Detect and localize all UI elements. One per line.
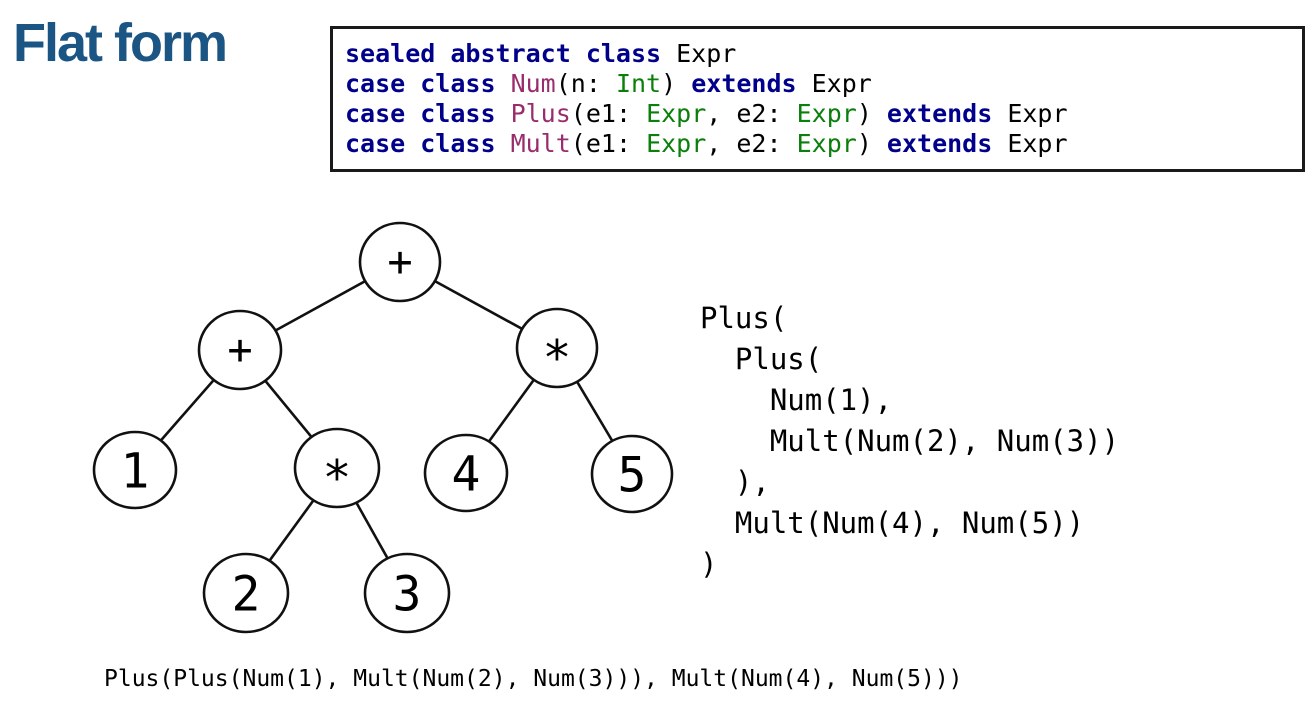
- code-token-plain: , e2:: [706, 129, 797, 158]
- code-token-plain: Expr: [992, 99, 1068, 128]
- tree-node-circle: [202, 552, 290, 634]
- tree-node-circle: [358, 221, 442, 303]
- tree-node-mult-inner: *: [293, 427, 381, 509]
- tree-node-4: 4: [423, 433, 509, 513]
- code-token-plain: ): [856, 129, 887, 158]
- code-token-plain: (e1:: [570, 129, 647, 158]
- code-token-plain: (e1:: [570, 99, 647, 128]
- tree-node-1: 1: [92, 430, 178, 510]
- code-token-plain: Expr: [796, 69, 872, 98]
- code-token-keyword: extends: [886, 129, 993, 158]
- tree-node-label: 3: [393, 566, 422, 622]
- expression-tree-diagram: + + * 1 * 4 5 2 3: [92, 221, 674, 634]
- tree-node-label: 1: [121, 443, 150, 499]
- code-token-plain: [496, 99, 511, 128]
- tree-node-label: 2: [232, 566, 261, 622]
- tree-node-label: +: [387, 237, 412, 286]
- code-token-plain: , e2:: [706, 99, 797, 128]
- nested-expression-line: Plus(: [700, 342, 823, 376]
- code-line: case class Plus(e1: Expr, e2: Expr) exte…: [345, 99, 1302, 129]
- code-token-keyword: case class: [345, 69, 496, 98]
- code-token-classname: Plus: [510, 99, 571, 128]
- nested-expression-line: Mult(Num(2), Num(3)): [700, 424, 1120, 458]
- code-line: case class Num(n: Int) extends Expr: [345, 69, 1302, 99]
- code-token-typename: Expr: [646, 129, 707, 158]
- tree-node-circle: [590, 434, 674, 514]
- tree-node-2: 2: [202, 552, 290, 634]
- tree-node-mult: *: [515, 307, 599, 389]
- nested-expression-block: Plus( Plus( Num(1), Mult(Num(2), Num(3))…: [700, 298, 1119, 585]
- code-token-plain: Expr: [661, 39, 737, 68]
- tree-node-plus: +: [197, 309, 283, 391]
- code-token-plain: Expr: [992, 129, 1068, 158]
- code-token-plain: (n:: [555, 69, 616, 98]
- code-token-keyword: case class: [345, 99, 496, 128]
- tree-node-3: 3: [363, 552, 451, 634]
- tree-node-circle: [92, 430, 178, 510]
- flat-expression-line: Plus(Plus(Num(1), Mult(Num(2), Num(3))),…: [104, 666, 963, 692]
- code-token-typename: Expr: [646, 99, 707, 128]
- code-token-keyword: extends: [886, 99, 993, 128]
- code-token-keyword: case class: [345, 129, 496, 158]
- tree-node-5: 5: [590, 434, 674, 514]
- code-token-keyword: extends: [691, 69, 797, 98]
- tree-node-label: 5: [618, 447, 647, 503]
- code-token-typename: Expr: [796, 99, 857, 128]
- code-token-plain: [496, 129, 511, 158]
- tree-node-label: 4: [452, 446, 481, 502]
- tree-node-label: *: [323, 450, 352, 506]
- tree-node-root-plus: +: [358, 221, 442, 303]
- code-token-classname: Mult: [510, 129, 571, 158]
- code-token-keyword: sealed abstract class: [345, 39, 662, 68]
- code-line: case class Mult(e1: Expr, e2: Expr) exte…: [345, 129, 1302, 159]
- tree-node-circle: [423, 433, 509, 513]
- code-token-plain: ): [661, 69, 692, 98]
- tree-node-label: *: [543, 330, 572, 386]
- code-token-typename: Int: [615, 69, 662, 98]
- nested-expression-line: Mult(Num(4), Num(5)): [700, 506, 1085, 540]
- tree-node-circle: [515, 307, 599, 389]
- nested-expression-line: Plus(: [700, 301, 788, 335]
- page-title: Flat form: [13, 13, 228, 73]
- code-line: sealed abstract class Expr: [345, 39, 1302, 69]
- tree-node-circle: [363, 552, 451, 634]
- tree-node-label: +: [227, 325, 252, 374]
- nested-expression-line: Num(1),: [700, 383, 893, 417]
- code-token-plain: [496, 69, 511, 98]
- code-token-typename: Expr: [796, 129, 857, 158]
- tree-node-circle: [197, 309, 283, 391]
- nested-expression-line: ): [700, 547, 718, 581]
- code-token-classname: Num: [510, 69, 556, 98]
- code-token-plain: ): [856, 99, 887, 128]
- tree-node-circle: [293, 427, 381, 509]
- nested-expression-line: ),: [700, 465, 770, 499]
